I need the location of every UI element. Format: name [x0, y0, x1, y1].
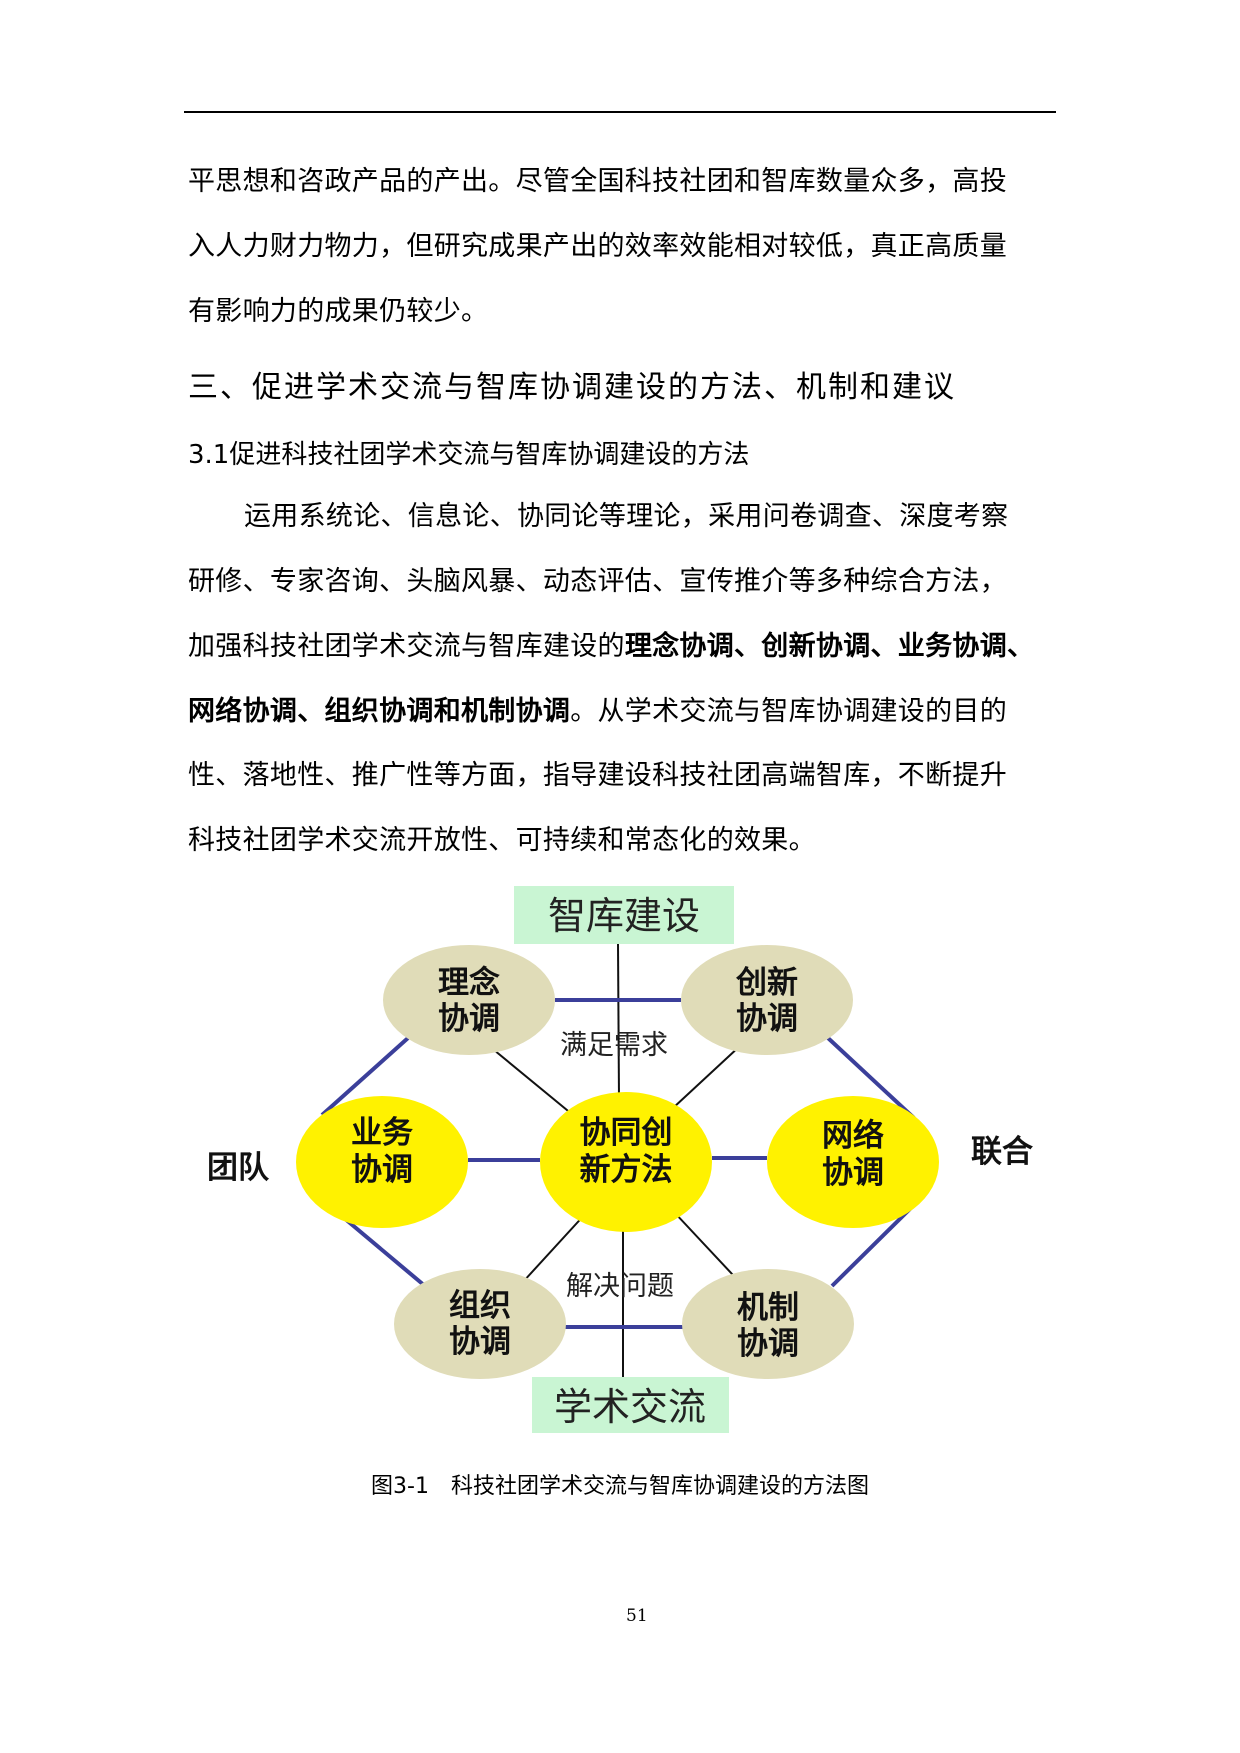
top-box-label: 智库建设: [548, 894, 700, 938]
node-wangluo: [767, 1096, 939, 1228]
top-box: [514, 886, 734, 944]
upper-note: 满足需求: [560, 1030, 668, 1061]
node-label: 协调: [737, 1326, 799, 1362]
node-label: 创新: [735, 965, 798, 1001]
node-label: 协调: [736, 1001, 798, 1037]
node-label: 业务: [351, 1115, 413, 1151]
body-text-line: 研修、专家咨询、头脑风暴、动态评估、宣传推介等多种综合方法，: [188, 566, 1007, 597]
node-label: 网络: [822, 1118, 884, 1154]
body-text-line: 网络协调、组织协调和机制协调。从学术交流与智库协调建设的目的: [188, 695, 1007, 729]
body-text-line: 入人力财力物力，但研究成果产出的效率效能相对较低，真正高质量: [188, 231, 1007, 262]
body-text-line: 平思想和咨政产品的产出。尽管全国科技社团和智库数量众多，高投: [188, 166, 1007, 197]
lower-note: 解决问题: [566, 1271, 674, 1302]
body-text-line: 科技社团学术交流开放性、可持续和常态化的效果。: [188, 825, 816, 856]
left-label: 团队: [207, 1150, 270, 1186]
hexagon-lines: [320, 998, 916, 1329]
node-label: 机制: [737, 1290, 799, 1326]
node-label: 新方法: [580, 1152, 673, 1188]
body-text-line: 性、落地性、推广性等方面，指导建设科技社团高端智库，不断提升: [188, 760, 1007, 791]
bold-text: 理念协调、创新协调、业务协调、: [624, 631, 1035, 662]
node-label: 理念: [438, 965, 500, 1001]
body-text-line: 有影响力的成果仍较少。: [188, 296, 489, 327]
page-number: 51: [626, 1606, 648, 1626]
bottom-box-label: 学术交流: [554, 1385, 706, 1429]
node-label: 组织: [449, 1288, 511, 1324]
section-heading: 三、促进学术交流与智库协调建设的方法、机制和建议: [188, 370, 956, 405]
node-yewu: [296, 1096, 468, 1228]
node-zuzhi: [394, 1269, 566, 1379]
node-chuangxin: [681, 945, 853, 1055]
connector-lines: [493, 943, 748, 1377]
figure-caption: 图3-1 科技社团学术交流与智库协调建设的方法图: [371, 1474, 869, 1499]
subsection-heading: 3.1促进科技社团学术交流与智库协调建设的方法: [188, 440, 750, 470]
node-label: 协调: [438, 1001, 500, 1037]
plain-text: 。从学术交流与智库协调建设的目的: [570, 696, 1008, 727]
node-label: 协同创: [580, 1115, 673, 1151]
header-rule: [184, 111, 1056, 113]
bottom-box: [532, 1377, 729, 1433]
body-text-line: 加强科技社团学术交流与智库建设的理念协调、创新协调、业务协调、: [188, 630, 1034, 664]
node-label: 协调: [822, 1155, 884, 1191]
right-label: 联合: [971, 1134, 1033, 1170]
body-text-line: 运用系统论、信息论、协同论等理论，采用问卷调查、深度考察: [244, 501, 1009, 532]
plain-text: 加强科技社团学术交流与智库建设的: [188, 631, 625, 662]
node-jizhi: [682, 1269, 854, 1379]
node-label: 协调: [351, 1152, 413, 1188]
node-linian: [383, 945, 555, 1055]
bold-text: 网络协调、组织协调和机制协调: [188, 696, 571, 727]
node-center: [540, 1092, 712, 1232]
node-label: 协调: [449, 1324, 511, 1360]
